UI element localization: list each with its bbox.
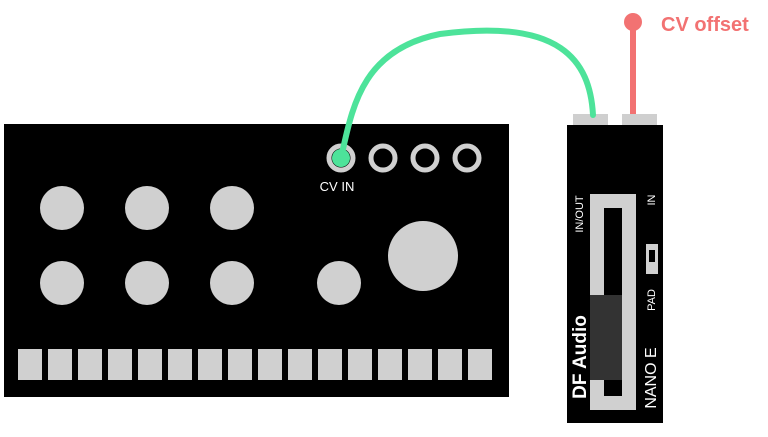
- circle-pin-icon: [624, 13, 642, 31]
- nano-model-label: NANO E: [643, 347, 660, 408]
- cv-offset-marker: [624, 13, 642, 114]
- step-button-11[interactable]: [318, 349, 342, 380]
- knob-7[interactable]: [317, 261, 361, 305]
- nano-e-module: IN/OUT IN PAD DF Audio NANO E: [567, 114, 663, 423]
- step-button-3[interactable]: [78, 349, 102, 380]
- step-button-13[interactable]: [378, 349, 402, 380]
- jack-4[interactable]: [452, 143, 482, 173]
- green-patch-cable[interactable]: [338, 27, 596, 161]
- pad-toggle-switch[interactable]: [646, 244, 658, 274]
- knob-5[interactable]: [125, 261, 169, 305]
- step-button-8[interactable]: [228, 349, 252, 380]
- jack-2[interactable]: [368, 143, 398, 173]
- groovebox-device: CV IN: [4, 124, 509, 397]
- step-button-2[interactable]: [48, 349, 72, 380]
- step-button-7[interactable]: [198, 349, 222, 380]
- knob-grid: [40, 186, 458, 305]
- knob-1[interactable]: [40, 186, 84, 230]
- step-button-10[interactable]: [288, 349, 312, 380]
- nano-brand-logo: DF Audio: [570, 315, 591, 399]
- step-button-5[interactable]: [138, 349, 162, 380]
- knob-4[interactable]: [40, 261, 84, 305]
- knob-6[interactable]: [210, 261, 254, 305]
- nano-jack-left[interactable]: [573, 114, 608, 126]
- big-knob[interactable]: [388, 221, 458, 291]
- nano-in-out-label: IN/OUT: [574, 195, 586, 233]
- step-button-9[interactable]: [258, 349, 282, 380]
- cable-plug-cv-in[interactable]: [332, 149, 350, 167]
- step-buttons: [18, 349, 492, 380]
- cv-offset-label: CV offset: [661, 14, 749, 36]
- step-button-6[interactable]: [168, 349, 192, 380]
- cv-in-label: CV IN: [320, 179, 355, 194]
- jack-3[interactable]: [410, 143, 440, 173]
- step-button-1[interactable]: [18, 349, 42, 380]
- knob-3[interactable]: [210, 186, 254, 230]
- step-button-4[interactable]: [108, 349, 132, 380]
- nano-slot-right: [622, 208, 636, 384]
- toggle-switch-lever: [649, 250, 655, 262]
- nano-jack-right[interactable]: [622, 114, 657, 126]
- step-button-14[interactable]: [408, 349, 432, 380]
- step-button-16[interactable]: [468, 349, 492, 380]
- knob-2[interactable]: [125, 186, 169, 230]
- jack-row: [326, 143, 482, 173]
- nano-in-label: IN: [646, 194, 658, 205]
- step-button-12[interactable]: [348, 349, 372, 380]
- step-button-15[interactable]: [438, 349, 462, 380]
- nano-pad-label: PAD: [646, 289, 658, 311]
